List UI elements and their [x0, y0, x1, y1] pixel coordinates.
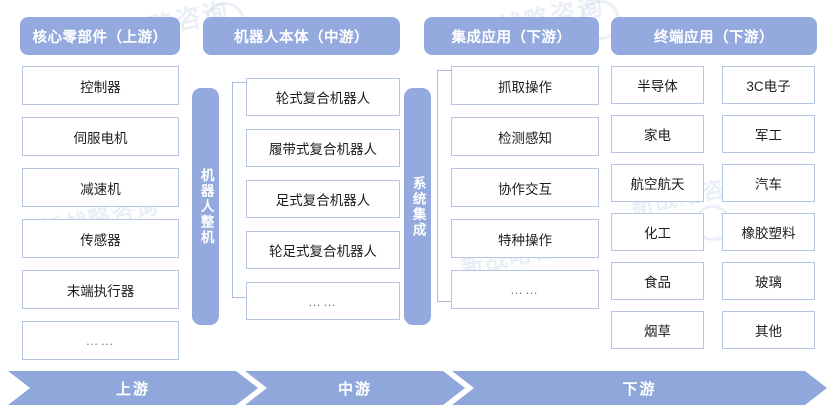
item-label: 轮式复合机器人 [275, 91, 371, 106]
item-label: 控制器 [80, 79, 121, 95]
list-item[interactable]: …… [246, 282, 400, 320]
item-label: 抓取操作 [498, 79, 552, 95]
item-label: 食品 [644, 275, 671, 290]
item-label: 3C电子 [746, 79, 791, 94]
item-label: 履带式复合机器人 [269, 142, 377, 157]
list-item[interactable]: 橡胶塑料 [722, 213, 815, 251]
item-label: 化工 [644, 226, 671, 241]
item-label: 玻璃 [755, 275, 782, 290]
list-item[interactable]: 烟草 [611, 311, 704, 349]
item-label: 烟草 [644, 324, 671, 339]
list-item[interactable]: 末端执行器 [22, 270, 179, 309]
list-item[interactable]: 航空航天 [611, 164, 704, 202]
item-label: 协作交互 [498, 181, 552, 197]
item-label: …… [510, 282, 540, 297]
column-header-label: 终端应用（下游） [654, 29, 774, 46]
flow-segment-label: 上游 [115, 380, 150, 398]
flow-segment-label: 中游 [337, 380, 372, 398]
item-label: 伺服电机 [73, 130, 128, 146]
vertical-label-text: 机器人整机 [198, 167, 214, 246]
list-item[interactable]: 食品 [611, 262, 704, 300]
list-item[interactable]: 军工 [722, 115, 815, 153]
list-item[interactable]: 传感器 [22, 219, 179, 258]
list-item[interactable]: 轮式复合机器人 [246, 78, 400, 116]
list-item[interactable]: …… [22, 321, 179, 360]
list-item[interactable]: 家电 [611, 115, 704, 153]
flow-segment-downstream: 下游 [452, 371, 827, 405]
list-item[interactable]: 半导体 [611, 66, 704, 104]
vertical-label-text: 系统集成 [410, 175, 426, 238]
list-item[interactable]: 抓取操作 [451, 66, 599, 105]
vertical-label-system-integration: 系统集成 [404, 88, 431, 325]
item-label: …… [85, 333, 116, 348]
column-header-label: 集成应用（下游） [451, 29, 572, 46]
item-label: 足式复合机器人 [275, 193, 371, 208]
list-item[interactable]: 化工 [611, 213, 704, 251]
column-header-downstream-terminal-application: 终端应用（下游） [611, 17, 817, 55]
list-item[interactable]: 轮足式复合机器人 [246, 231, 400, 269]
item-label: 橡胶塑料 [741, 226, 796, 241]
item-label: 末端执行器 [66, 283, 135, 299]
list-item[interactable]: 足式复合机器人 [246, 180, 400, 218]
column-header-upstream-core-components: 核心零部件（上游） [20, 17, 180, 55]
item-label: 航空航天 [630, 177, 685, 192]
bracket-connector [437, 70, 451, 302]
vertical-label-robot-complete-machine: 机器人整机 [192, 88, 219, 325]
column-header-label: 机器人本体（中游） [234, 29, 369, 46]
bracket-connector [232, 82, 246, 298]
list-item[interactable]: 玻璃 [722, 262, 815, 300]
item-label: 减速机 [80, 181, 121, 197]
column-header-label: 核心零部件（上游） [32, 29, 168, 46]
item-label: 传感器 [80, 232, 121, 248]
list-item[interactable]: 协作交互 [451, 168, 599, 207]
list-item[interactable]: 汽车 [722, 164, 815, 202]
list-item[interactable]: 控制器 [22, 66, 179, 105]
list-item[interactable]: 其他 [722, 311, 815, 349]
item-label: 家电 [644, 128, 671, 143]
list-item[interactable]: 特种操作 [451, 219, 599, 258]
item-label: 军工 [755, 128, 782, 143]
list-item[interactable]: …… [451, 270, 599, 309]
column-header-midstream-robot-body: 机器人本体（中游） [203, 17, 400, 55]
list-item[interactable]: 3C电子 [722, 66, 815, 104]
item-label: 特种操作 [498, 232, 552, 248]
flow-segment-upstream: 上游 [8, 371, 258, 405]
flow-segment-midstream: 中游 [245, 371, 465, 405]
item-label: 检测感知 [498, 130, 552, 146]
item-label: 半导体 [637, 79, 678, 94]
list-item[interactable]: 减速机 [22, 168, 179, 207]
column-header-downstream-integrated-application: 集成应用（下游） [424, 17, 599, 55]
list-item[interactable]: 检测感知 [451, 117, 599, 156]
item-label: 其他 [755, 324, 782, 339]
item-label: …… [308, 293, 338, 309]
list-item[interactable]: 履带式复合机器人 [246, 129, 400, 167]
flow-segment-label: 下游 [622, 380, 657, 398]
item-label: 轮足式复合机器人 [269, 244, 377, 259]
list-item[interactable]: 伺服电机 [22, 117, 179, 156]
item-label: 汽车 [755, 177, 782, 192]
